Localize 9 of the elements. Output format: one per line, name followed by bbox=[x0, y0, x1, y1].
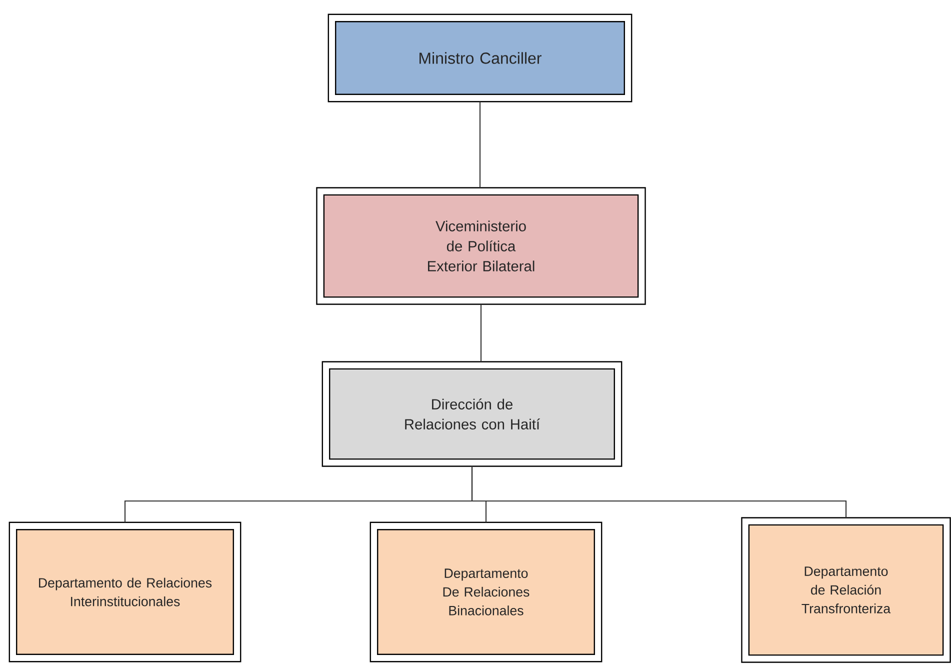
position-box: Viceministerio de Política Exterior Bilateral bbox=[316, 187, 646, 305]
connector-line bbox=[471, 466, 847, 518]
position-box: Departamento de Relación Transfronteriza bbox=[741, 517, 951, 663]
position-box: Dirección de Relaciones con Haití bbox=[322, 361, 622, 467]
connector-line bbox=[480, 304, 482, 362]
connector-line bbox=[479, 102, 481, 188]
position-box: Ministro Canciller bbox=[328, 14, 632, 102]
position-box: Departamento De Relaciones Binacionales bbox=[370, 522, 602, 662]
position-box: Departamento de Relaciones Interinstitucionales bbox=[8, 522, 242, 662]
